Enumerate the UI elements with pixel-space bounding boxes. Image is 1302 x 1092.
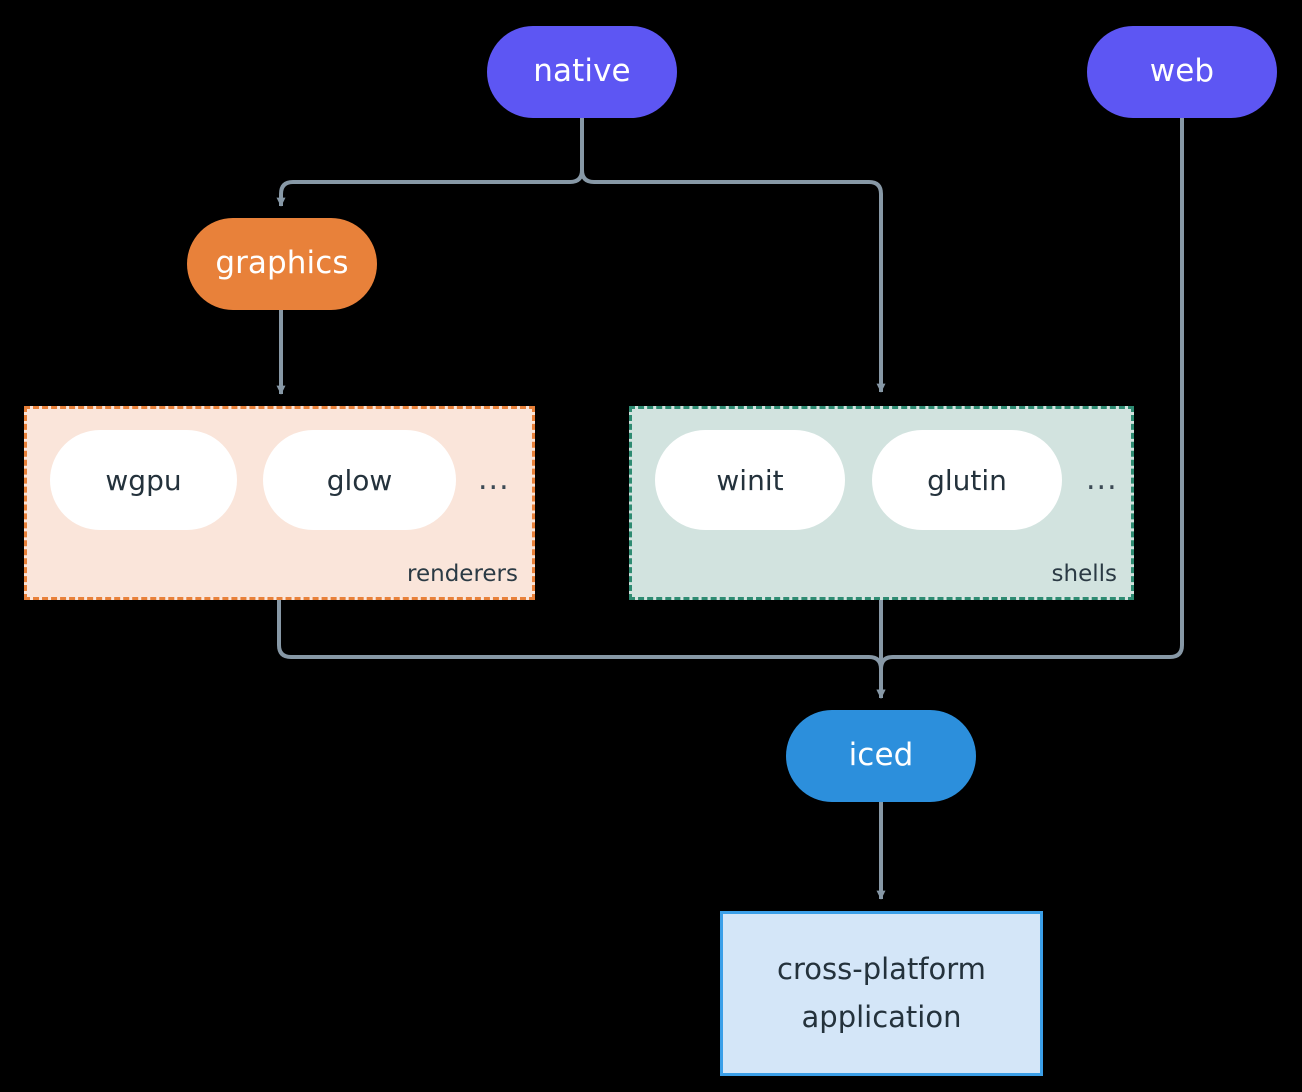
node-native[interactable]: native — [487, 26, 677, 118]
node-iced[interactable]: iced — [786, 710, 976, 802]
node-graphics[interactable]: graphics — [187, 218, 377, 310]
cluster-renderers-label: renderers — [407, 561, 518, 587]
node-web[interactable]: web — [1087, 26, 1277, 118]
edge-native-to-graphics — [276, 118, 584, 207]
cluster-item-winit[interactable]: winit — [655, 430, 845, 530]
cluster-item-glow[interactable]: glow — [263, 430, 456, 530]
cluster-item-winit-label: winit — [716, 463, 784, 497]
edge-native-to-shells — [580, 118, 886, 393]
edge-renderers-to-iced — [277, 600, 886, 699]
cluster-shells-overflow: ... — [1086, 462, 1118, 497]
cluster-item-glutin[interactable]: glutin — [872, 430, 1062, 530]
cluster-renderers-overflow: ... — [478, 462, 510, 497]
node-native-label: native — [533, 53, 631, 90]
cluster-item-wgpu[interactable]: wgpu — [50, 430, 237, 530]
node-cross-platform-application[interactable]: cross-platform application — [720, 911, 1043, 1076]
node-web-label: web — [1149, 53, 1215, 90]
node-application-label-line1: cross-platform — [777, 951, 986, 986]
node-iced-label: iced — [848, 737, 914, 774]
cluster-item-wgpu-label: wgpu — [105, 463, 182, 497]
cluster-item-glutin-label: glutin — [927, 463, 1007, 497]
edge-web-to-iced — [876, 118, 1184, 699]
node-application-label-line2: application — [801, 999, 962, 1034]
cluster-shells-label: shells — [1051, 561, 1117, 587]
cluster-item-glow-label: glow — [326, 463, 393, 497]
node-graphics-label: graphics — [215, 245, 349, 282]
